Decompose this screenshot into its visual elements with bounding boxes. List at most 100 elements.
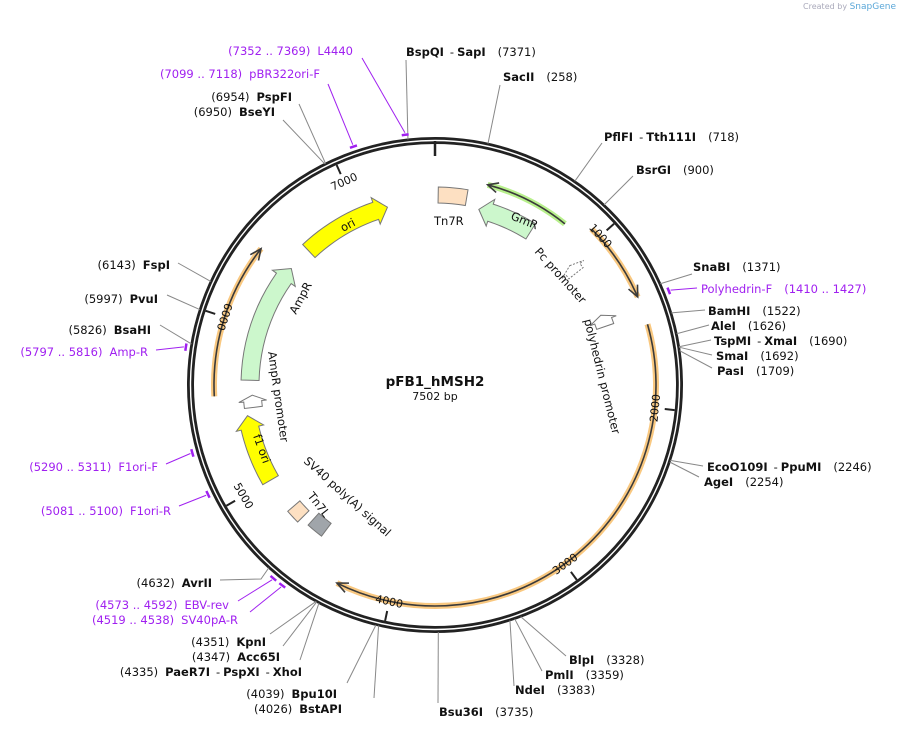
enzyme-site-label[interactable]: (4632)AvrII <box>137 576 212 590</box>
enzyme-name: AleI <box>711 319 736 333</box>
enzyme-name: PasI <box>717 364 744 378</box>
enzyme-site-label[interactable]: AgeI(2254) <box>704 475 783 489</box>
enzyme-position: (5997) <box>84 292 122 306</box>
enzyme-site-label[interactable]: AleI(1626) <box>711 319 786 333</box>
enzyme-position: (1709) <box>756 364 794 378</box>
enzyme-site-label[interactable]: (4026)BstAPI <box>254 702 342 716</box>
feature-sv40-poly-a-signal[interactable] <box>307 512 332 537</box>
enzyme-position: (5826) <box>68 323 106 337</box>
feature-tn7l[interactable] <box>287 500 310 523</box>
primer-mark <box>269 574 277 582</box>
orf-line-2 <box>590 228 639 298</box>
enzyme-site-label[interactable]: EcoO109I-PpuMI(2246) <box>707 460 872 474</box>
primer-mark <box>278 582 286 589</box>
enzyme-site-label[interactable]: SacII(258) <box>503 70 577 84</box>
enzyme-site-label[interactable]: BsrGI(900) <box>636 163 714 177</box>
primer-leader-line <box>327 83 354 145</box>
primer-mark <box>190 448 195 458</box>
feature-ori[interactable] <box>301 196 389 259</box>
primer-name: SV40pA-R <box>181 613 238 627</box>
enzyme-site-label[interactable]: (4335)PaeR7I-PspXI-XhoI <box>120 665 302 679</box>
orf-line-0 <box>213 248 262 397</box>
enzyme-name: FspI <box>143 258 170 272</box>
name-separator: - <box>450 45 454 59</box>
enzyme-site-label[interactable]: (4039)Bpu10I <box>246 687 337 701</box>
feature-label-polyhedrin-promoter: polyhedrin promoter <box>581 317 623 435</box>
enzyme-leader-line <box>282 119 326 165</box>
primer-label[interactable]: (5081 .. 5100)F1ori-R <box>41 504 171 518</box>
snapgene-credit: Created by SnapGene <box>803 2 896 12</box>
enzyme-site-label[interactable]: BamHI(1522) <box>708 304 801 318</box>
enzyme-position: (718) <box>708 130 739 144</box>
feature-gmr[interactable] <box>478 198 537 240</box>
enzyme-site-label[interactable]: (5826)BsaHI <box>68 323 151 337</box>
enzyme-position: (4026) <box>254 702 292 716</box>
enzyme-position: (4347) <box>192 650 230 664</box>
primer-label[interactable]: Polyhedrin-F(1410 .. 1427) <box>701 282 866 296</box>
enzyme-site-label[interactable]: (6950)BseYI <box>194 105 275 119</box>
enzyme-name: PvuI <box>130 292 158 306</box>
enzyme-leader-line <box>678 339 712 348</box>
backbone-gap <box>189 139 681 631</box>
feature-label-tn7l: Tn7L <box>304 488 333 520</box>
primer-range: (5290 .. 5311) <box>29 460 111 474</box>
primer-range: (4519 .. 4538) <box>92 613 174 627</box>
enzyme-site-label[interactable]: BspQI-SapI(7371) <box>406 45 536 59</box>
feature-tn7r[interactable] <box>437 186 469 207</box>
feature-polyhedrin-promoter[interactable] <box>589 314 617 331</box>
feature-ampr-promoter[interactable] <box>238 394 267 410</box>
enzyme-site-label[interactable]: (5997) PvuI <box>84 292 158 306</box>
primer-label[interactable]: (4519 .. 4538) SV40pA-R <box>92 613 238 627</box>
enzyme-site-label[interactable]: TspMI-XmaI(1690) <box>714 334 847 348</box>
orf-arc-3 <box>335 323 659 609</box>
enzyme-site-label[interactable]: NdeI(3383) <box>515 683 595 697</box>
enzyme-site-label[interactable]: PflFI-Tth111I(718) <box>604 130 739 144</box>
primer-range: (4573 .. 4592) <box>95 598 177 612</box>
name-separator: - <box>774 460 778 474</box>
enzyme-position: (3359) <box>586 668 624 682</box>
enzyme-name: BsrGI <box>636 163 671 177</box>
primer-range: (1410 .. 1427) <box>784 282 866 296</box>
enzyme-position: (2254) <box>745 475 783 489</box>
feature-pc-promoter[interactable] <box>561 259 584 280</box>
enzyme-position: (4632) <box>137 576 175 590</box>
orf-line-3 <box>336 324 657 607</box>
enzyme-position: (6954) <box>211 90 249 104</box>
enzyme-site-label[interactable]: SmaI(1692) <box>716 349 799 363</box>
enzyme-site-label[interactable]: (6954) PspFI <box>211 90 292 104</box>
enzyme-name: BseYI <box>239 105 275 119</box>
enzyme-name: XhoI <box>273 665 302 679</box>
primer-label[interactable]: (7099 .. 7118)pBR322ori-F <box>160 67 320 81</box>
enzyme-name: SacII <box>503 70 534 84</box>
tick-5000 <box>225 499 236 507</box>
enzyme-name: PspFI <box>257 90 292 104</box>
enzyme-site-label[interactable]: SnaBI(1371) <box>693 260 781 274</box>
enzyme-site-label[interactable]: (6143)FspI <box>98 258 170 272</box>
credit-brand: SnapGene <box>849 2 896 12</box>
enzyme-site-label[interactable]: Bsu36I(3735) <box>439 705 533 719</box>
primer-label[interactable]: (7352 .. 7369)L4440 <box>228 44 353 58</box>
enzyme-site-label[interactable]: BlpI(3328) <box>569 653 644 667</box>
enzyme-site-label[interactable]: (4347)Acc65I <box>192 650 280 664</box>
primer-leader-line <box>237 579 273 602</box>
enzyme-leader-line <box>660 273 693 285</box>
enzyme-name: PpuMI <box>781 460 822 474</box>
enzyme-site-label[interactable]: PasI (1709) <box>717 364 794 378</box>
tick-3000 <box>570 571 578 581</box>
enzyme-leader-line <box>166 294 201 311</box>
enzyme-name: BamHI <box>708 304 750 318</box>
feature-ampr[interactable] <box>240 267 297 382</box>
primer-leader-line <box>155 346 184 351</box>
primer-label[interactable]: (4573 .. 4592)EBV-rev <box>95 598 229 612</box>
tick-label-5000: 5000 <box>231 481 256 512</box>
primer-label[interactable]: (5797 .. 5816)Amp-R <box>20 345 148 359</box>
feature-f1-ori[interactable] <box>235 414 280 486</box>
enzyme-site-label[interactable]: PmlI(3359) <box>545 668 624 682</box>
primer-label[interactable]: (5290 .. 5311)F1ori-F <box>29 460 158 474</box>
primer-range: (7352 .. 7369) <box>228 44 310 58</box>
orf-arrowhead-1 <box>485 182 500 194</box>
enzyme-name: SmaI <box>716 349 748 363</box>
enzyme-site-label[interactable]: (4351)KpnI <box>191 635 266 649</box>
primer-name: F1ori-R <box>130 504 171 518</box>
